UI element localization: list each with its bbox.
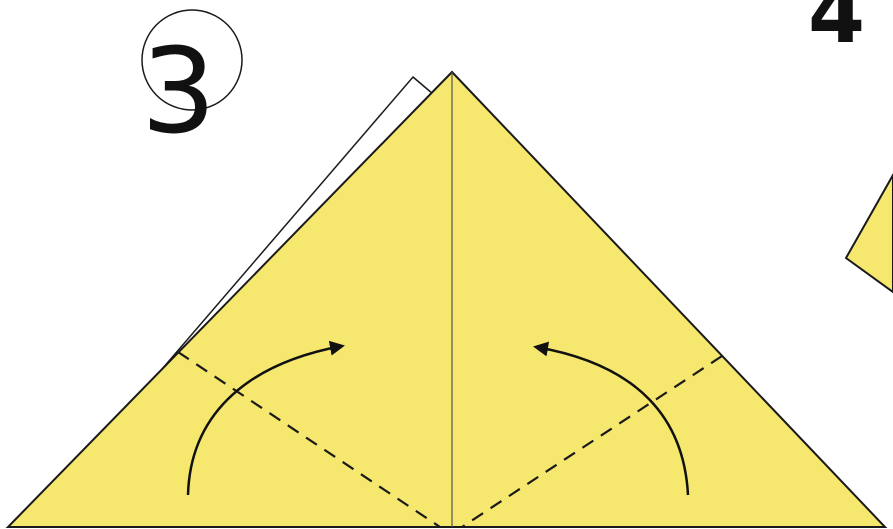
step-4-group: 4 <box>808 0 893 292</box>
front-paper-triangle <box>8 72 885 527</box>
step-3-number: 3 <box>141 22 216 160</box>
step-4-paper-fragment <box>846 175 893 292</box>
step-4-number: 4 <box>808 0 865 62</box>
step-3-group: 3 <box>8 10 885 527</box>
